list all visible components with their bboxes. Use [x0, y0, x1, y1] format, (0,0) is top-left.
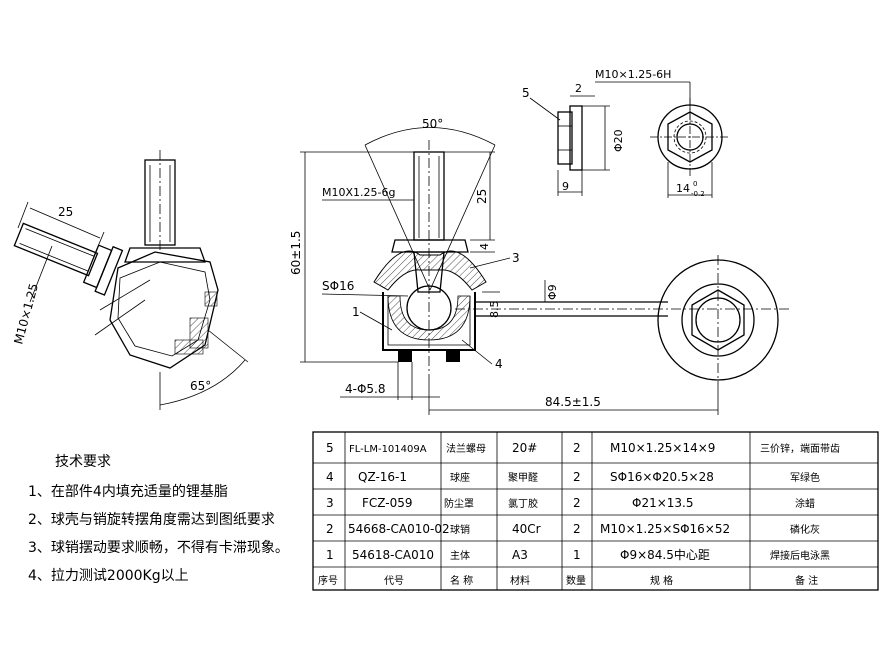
- notes-title: 技术要求: [55, 454, 111, 470]
- balloon-1: 1: [352, 305, 360, 319]
- bom-row5-qty: 2: [573, 441, 581, 455]
- bom-row1-material: A3: [512, 548, 528, 562]
- dim-nut-14: 14: [676, 182, 690, 195]
- bom-row2-no: 2: [326, 522, 334, 536]
- dim-nut-2: 2: [575, 82, 582, 95]
- bom-row1-qty: 1: [573, 548, 581, 562]
- bom-row3-remark: 涂蜡: [795, 497, 815, 510]
- note-3: 3、球销摆动要求顺畅，不得有卡滞现象。: [28, 539, 289, 556]
- bom-row3-no: 3: [326, 496, 334, 510]
- bom-row4-qty: 2: [573, 470, 581, 484]
- bom-row5-material: 20#: [512, 441, 537, 455]
- bom-row4-no: 4: [326, 470, 334, 484]
- dim-25-top: 25: [475, 189, 489, 204]
- bom-row2-name: 球销: [450, 523, 470, 536]
- bom-row1-no: 1: [326, 548, 334, 562]
- bom-row5-spec: M10×1.25×14×9: [610, 441, 715, 455]
- bom-row3-code: FCZ-059: [362, 496, 413, 510]
- dim-60: 60±1.5: [289, 231, 303, 275]
- bom-table: 5 FL-LM-101409A 法兰螺母 20# 2 M10×1.25×14×9…: [312, 431, 879, 591]
- bom-header-spec: 规 格: [650, 574, 673, 587]
- ball: [406, 285, 452, 331]
- bom-row2-remark: 磷化灰: [790, 523, 820, 536]
- balloon-5: 5: [522, 86, 530, 100]
- dim-nut-14-tol: -0.2: [691, 190, 705, 198]
- dim-nut-thread: M10×1.25-6H: [595, 68, 671, 81]
- section-view: 50° M10X1.25-6g 25 4 60±1.5: [289, 117, 790, 415]
- bom-row5-code: FL-LM-101409A: [349, 444, 427, 455]
- dim-s16: SΦ16: [322, 279, 354, 293]
- dim-nut-9: 9: [562, 180, 569, 193]
- dim-m10-left: M10×1.25: [11, 282, 41, 346]
- bom-row4-spec: SΦ16×Φ20.5×28: [610, 470, 714, 484]
- bom-row3-spec: Φ21×13.5: [632, 496, 694, 510]
- bom-row4-remark: 军绿色: [790, 471, 820, 484]
- bom-header-remark: 备 注: [795, 574, 818, 587]
- dim-nut-14-tol-top: 0: [693, 180, 697, 188]
- bom-row4-code: QZ-16-1: [358, 470, 407, 484]
- dust-boot: [373, 250, 487, 291]
- bom-row3-qty: 2: [573, 496, 581, 510]
- bom-header-code: 代号: [384, 575, 404, 587]
- nut-detail: M10×1.25-6H Φ20 2 9 5 14 0 -0.2: [522, 68, 730, 198]
- note-2: 2、球壳与销旋转摆角度需达到图纸要求: [28, 511, 275, 528]
- bom-row1-code: 54618-CA010: [352, 548, 434, 562]
- bom-row3-material: 氯丁胶: [508, 497, 538, 510]
- note-4: 4、拉力测试2000Kg以上: [28, 568, 189, 584]
- bom-row5-remark: 三价锌，端面带齿: [760, 442, 840, 455]
- bom-row3-name: 防尘罩: [444, 497, 474, 510]
- bom-header-no: 序号: [318, 574, 338, 587]
- stud-tilted: [13, 222, 124, 296]
- dim-25-left: 25: [58, 205, 73, 219]
- bom-header-material: 材料: [510, 574, 530, 587]
- dim-phi9: Φ9: [546, 284, 559, 300]
- bom-row1-remark: 焊接后电泳黑: [770, 549, 830, 562]
- bom-row2-spec: M10×1.25×SΦ16×52: [600, 522, 730, 536]
- dim-84-5: 84.5±1.5: [545, 395, 601, 409]
- dim-8-5: 8.5: [488, 301, 501, 319]
- bom-row2-qty: 2: [573, 522, 581, 536]
- note-1: 1、在部件4内填充适量的锂基脂: [28, 483, 228, 500]
- bom-row1-spec: Φ9×84.5中心距: [620, 547, 710, 562]
- dim-65-angle: 65°: [190, 379, 211, 393]
- bom-header-qty: 数量: [566, 574, 586, 587]
- dim-4: 4: [478, 243, 491, 250]
- dim-4-58: 4-Φ5.8: [345, 382, 386, 396]
- bom-row5-no: 5: [326, 441, 334, 455]
- bom-row2-code: 54668-CA010-02: [348, 522, 450, 536]
- bom-header-name: 名 称: [450, 574, 473, 587]
- dim-thread-m10: M10X1.25-6g: [322, 186, 395, 199]
- dim-nut-20: Φ20: [612, 129, 625, 152]
- dim-50-angle: 50°: [422, 117, 443, 131]
- bom-row5-name: 法兰螺母: [446, 442, 486, 455]
- balloon-4: 4: [495, 357, 503, 371]
- bom-row2-material: 40Cr: [512, 522, 541, 536]
- bom-row1-name: 主体: [450, 550, 470, 562]
- bom-row4-material: 聚甲醛: [508, 471, 538, 484]
- tilted-view: 25 M10×1.25 65°: [11, 150, 249, 410]
- balloon-3: 3: [512, 251, 520, 265]
- bom-row4-name: 球座: [450, 471, 470, 484]
- technical-notes: 技术要求 1、在部件4内填充适量的锂基脂 2、球壳与销旋转摆角度需达到图纸要求 …: [28, 454, 289, 584]
